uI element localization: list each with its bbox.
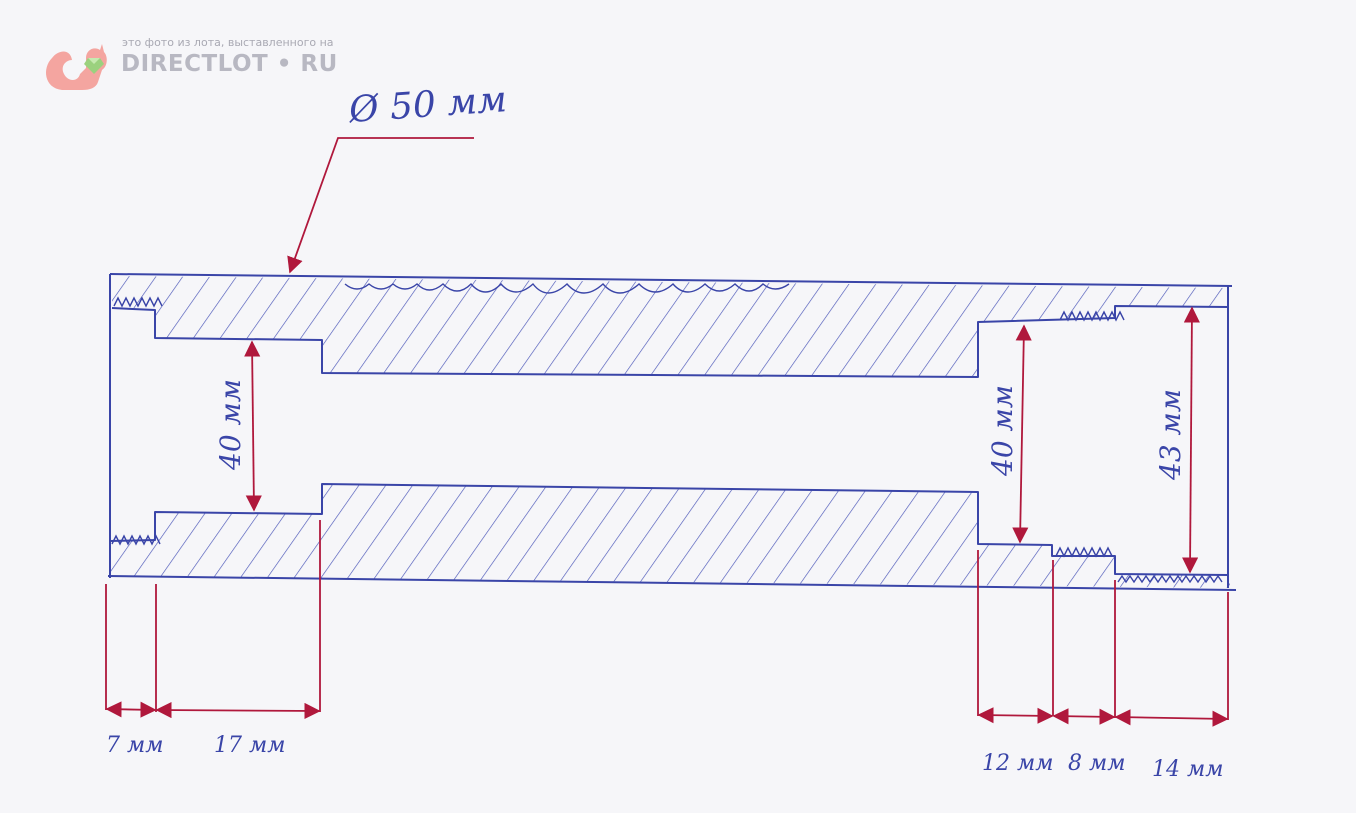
inner-left-label: 40 мм: [214, 379, 247, 471]
dim-14-line: [1114, 709, 1229, 727]
squirrel-logo-icon: [46, 44, 107, 90]
dim-12-line: [977, 707, 1054, 724]
dim-8-line: [1052, 708, 1116, 725]
thread-right-label: 43 мм: [1154, 389, 1187, 481]
dim-17-line: [155, 701, 321, 720]
thread-marks: [111, 282, 1223, 584]
dim-7-label: 7 мм: [106, 733, 163, 758]
dim-12-label: 12 мм: [982, 751, 1053, 776]
dim-14-label: 14 мм: [1152, 757, 1223, 782]
dim-8-label: 8 мм: [1068, 751, 1125, 776]
inner-right-dim: [1012, 324, 1032, 544]
dimension-lines: [105, 137, 1229, 727]
inner-left-dim: [244, 340, 262, 512]
watermark-caption: это фото из лота, выставленного на: [122, 36, 334, 49]
watermark-brand: DIRECTLOT • RU: [121, 51, 338, 77]
diameter-label: Ø 50 мм: [347, 79, 508, 131]
hatched-sections: [110, 276, 1230, 588]
part-outline: [107, 273, 1237, 591]
thread-right-dim: [1182, 306, 1200, 574]
top-wall-hatch: [112, 276, 1228, 377]
directlot-watermark: это фото из лота, выставленного на DIREC…: [42, 36, 362, 96]
dim-17-label: 17 мм: [214, 733, 285, 758]
dim-7-line: [105, 701, 157, 718]
inner-right-label: 40 мм: [986, 385, 1019, 477]
bottom-wall-hatch: [110, 484, 1230, 588]
dimension-labels: Ø 50 мм 40 мм 40 мм 43 мм 7 мм 17 мм 12 …: [106, 79, 1223, 782]
diameter-leader: [287, 137, 474, 274]
